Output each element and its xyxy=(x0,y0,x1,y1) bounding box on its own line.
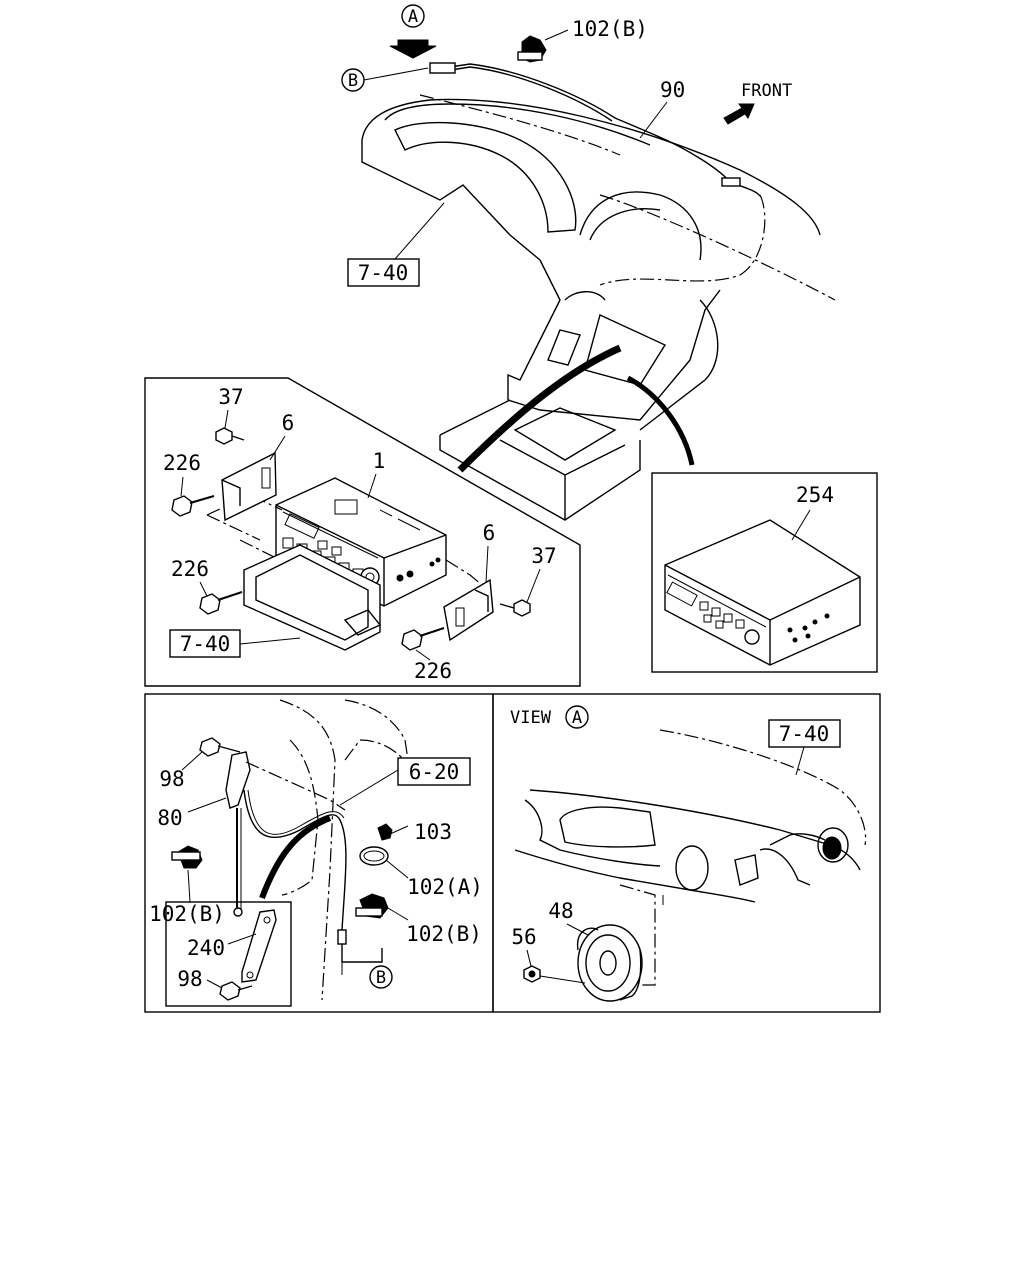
conn-b-bottom-circle xyxy=(369,965,393,989)
front-label: FRONT xyxy=(741,81,792,101)
radio-unit-label: 1 xyxy=(373,449,386,473)
screw-98-upper-label: 98 xyxy=(159,767,184,791)
bracket-6-right-label: 6 xyxy=(483,521,496,545)
bracket-6-left-label: 6 xyxy=(282,411,295,435)
harness-ref-box xyxy=(397,757,471,786)
view-direction-arrow-icon xyxy=(389,39,437,59)
front-arrow-icon xyxy=(723,103,755,125)
pole-240-label: 240 xyxy=(187,936,225,960)
pocket-ref-label: 7-40 xyxy=(180,632,231,656)
view-label: VIEW xyxy=(510,708,552,728)
view-marker-circle xyxy=(565,705,589,729)
view-a-marker-circle xyxy=(401,4,425,28)
radio-alt-label: 254 xyxy=(796,483,834,507)
radio-alt-drawing xyxy=(664,519,861,666)
radio-unit-drawing xyxy=(171,427,531,651)
view-a-drawing xyxy=(514,729,867,1002)
view-a-marker: A xyxy=(408,7,418,27)
conn-b-top-label: B xyxy=(348,71,358,91)
dash-ref-top-box xyxy=(347,258,420,287)
bolt-37-right-label: 37 xyxy=(531,544,556,568)
antenna-rod-label: 80 xyxy=(157,806,182,830)
bolt-226-right-label: 226 xyxy=(414,659,452,683)
harness-ref-label: 6-20 xyxy=(409,760,460,784)
bolt-37-left-label: 37 xyxy=(218,385,243,409)
dash-ref-view-label: 7-40 xyxy=(779,722,830,746)
antenna-cable-label: 90 xyxy=(660,78,685,102)
radio-alt-frame xyxy=(651,472,878,673)
bolt-226-left-lower-label: 226 xyxy=(171,557,209,581)
speaker-label: 48 xyxy=(548,899,573,923)
clip-102b-top-label: 102(B) xyxy=(572,17,648,41)
pocket-ref-box xyxy=(169,629,241,658)
nut-56-label: 56 xyxy=(511,925,536,949)
view-a-frame xyxy=(492,693,881,1013)
dash-ref-view-box xyxy=(768,719,841,748)
clip-102b-right-label: 102(B) xyxy=(406,922,482,946)
clip-102b-left-label: 102(B) xyxy=(149,902,225,926)
screw-98-lower-label: 98 xyxy=(177,967,202,991)
conn-b-bottom-label: B xyxy=(376,968,386,988)
antenna-panel-drawing xyxy=(165,699,409,1007)
radio-install-frame xyxy=(144,377,581,687)
dash-ref-top-label: 7-40 xyxy=(358,261,409,285)
bolt-226-left-upper-label: 226 xyxy=(163,451,201,475)
clip-103-label: 103 xyxy=(414,820,452,844)
clip-102b-top-icon xyxy=(517,29,569,63)
view-marker: A xyxy=(572,708,582,728)
clip-102a-label: 102(A) xyxy=(407,875,483,899)
instrument-panel-drawing xyxy=(361,62,836,521)
